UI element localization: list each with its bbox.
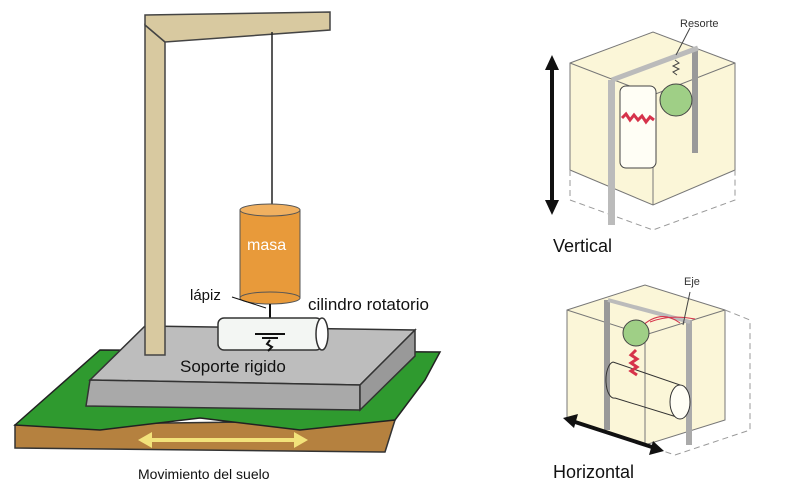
rigid-base: [85, 325, 417, 412]
spring-icon: [671, 59, 681, 76]
pencil-leader: [231, 296, 267, 309]
horizontal-title: Horizontal: [553, 462, 635, 482]
ground-motion-label: Movimiento del suelo: [138, 466, 270, 482]
spring-label: Resorte: [680, 18, 719, 30]
rotating-drum: [217, 317, 329, 352]
drum-label: cilindro rotatorio: [308, 295, 429, 314]
base-label: Soporte rigido: [180, 357, 286, 376]
pencil-label: lápiz: [190, 287, 221, 304]
support-frame: [144, 11, 331, 356]
seismogram-trace: [255, 333, 285, 352]
ground-motion-arrow: [138, 432, 308, 448]
axis-label: Eje: [684, 276, 700, 288]
mass: [239, 203, 301, 305]
vertical-title: Vertical: [553, 236, 613, 256]
vertical-seismograph: [545, 27, 736, 231]
mass-label: masa: [247, 237, 287, 254]
horizontal-seismograph: [563, 284, 751, 456]
